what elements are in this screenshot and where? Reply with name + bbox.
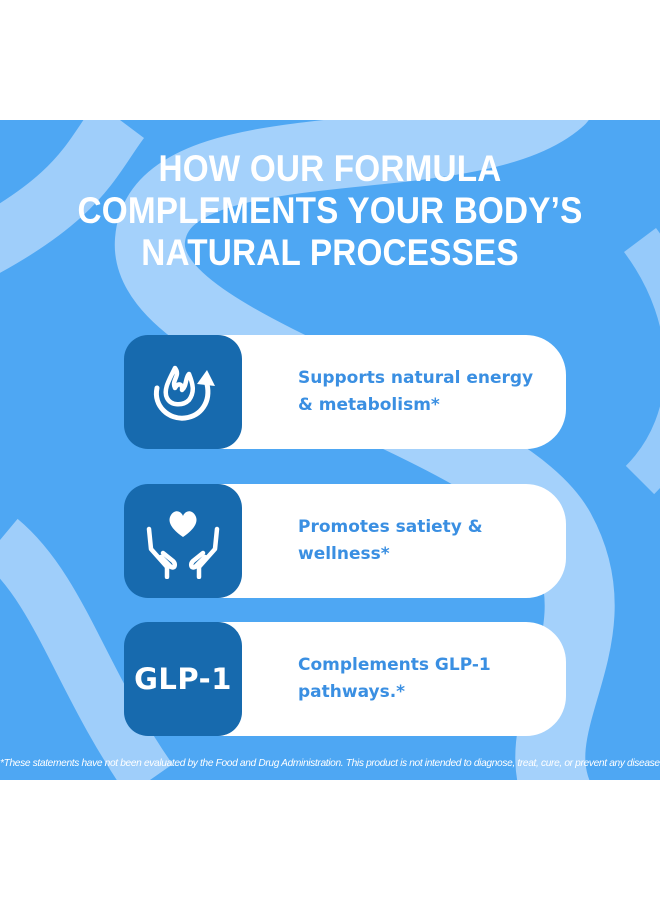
infographic-panel: HOW OUR FORMULA COMPLEMENTS YOUR BODY’S …	[0, 120, 660, 780]
benefit-line: Promotes satiety &	[298, 517, 483, 537]
heart-hands-icon	[146, 511, 220, 579]
benefit-text-satiety: Promotes satiety & wellness*	[298, 514, 548, 568]
title-line-2: COMPLEMENTS YOUR BODY’S	[77, 190, 583, 231]
benefit-line: Complements GLP-1	[298, 655, 491, 675]
benefit-card-satiety: Promotes satiety & wellness*	[124, 484, 566, 598]
benefit-line: & metabolism*	[298, 395, 440, 415]
benefit-line: wellness*	[298, 544, 390, 564]
icon-box-satiety	[124, 484, 242, 598]
fda-disclaimer: *These statements have not been evaluate…	[0, 758, 660, 769]
icon-box-glp1: GLP-1	[124, 622, 242, 736]
benefit-line: pathways.*	[298, 682, 406, 702]
title-line-3: NATURAL PROCESSES	[141, 232, 519, 273]
page-title: HOW OUR FORMULA COMPLEMENTS YOUR BODY’S …	[33, 148, 627, 274]
title-line-1: HOW OUR FORMULA	[158, 148, 502, 189]
benefit-line: Supports natural energy	[298, 368, 534, 388]
flame-arrow-icon	[153, 365, 215, 421]
benefit-text-glp1: Complements GLP-1 pathways.*	[298, 652, 548, 706]
icon-box-energy	[124, 335, 242, 449]
glp1-label: GLP-1	[134, 662, 232, 696]
benefit-text-energy: Supports natural energy & metabolism*	[298, 365, 548, 419]
benefit-card-glp1: GLP-1 Complements GLP-1 pathways.*	[124, 622, 566, 736]
benefit-card-energy: Supports natural energy & metabolism*	[124, 335, 566, 449]
